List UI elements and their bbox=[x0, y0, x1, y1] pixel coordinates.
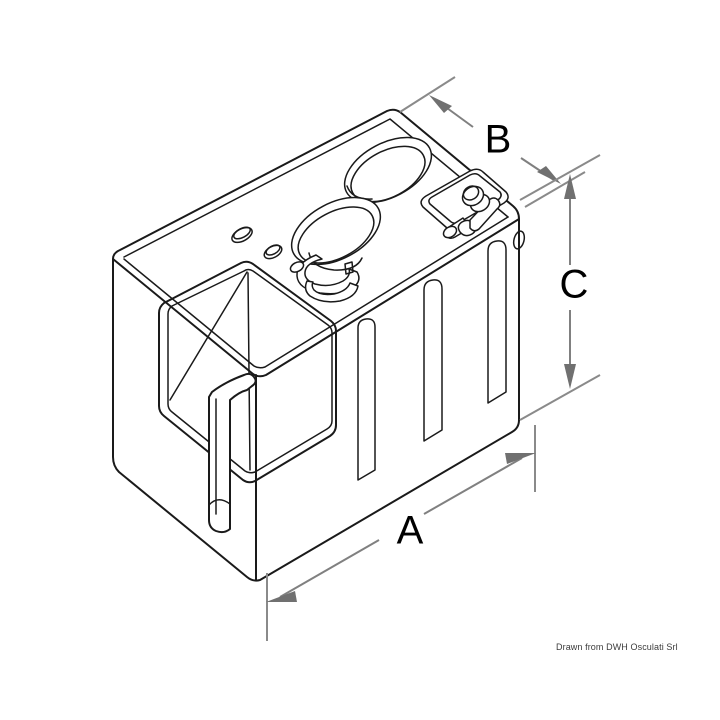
front-recess-crease bbox=[169, 271, 248, 401]
fitting-shaft bbox=[469, 197, 501, 232]
dimension-b-label: B bbox=[485, 118, 512, 162]
top-face-features bbox=[231, 136, 509, 303]
front-recess-panel-inner bbox=[167, 268, 333, 474]
front-recess-panel-outer bbox=[158, 260, 337, 484]
large-port-inner-ring bbox=[350, 145, 426, 203]
vent-hole-medium-inner bbox=[265, 244, 281, 256]
port-collar-ring bbox=[296, 254, 360, 303]
dimension-b: B bbox=[399, 76, 586, 208]
dimension-b-arrow-left bbox=[429, 95, 452, 113]
dimension-a-line-right bbox=[423, 457, 523, 515]
dimension-c-label: C bbox=[560, 263, 589, 307]
tank-top-inner-rim bbox=[123, 216, 509, 369]
side-rib-3 bbox=[487, 240, 507, 404]
dimension-a-arrow-left bbox=[266, 591, 297, 602]
vertical-channel bbox=[208, 372, 257, 534]
side-face-features bbox=[357, 221, 526, 481]
dimension-c-ext-top bbox=[519, 154, 601, 201]
dimension-c-arrow-bottom bbox=[564, 364, 576, 389]
vent-hole-small bbox=[289, 261, 305, 273]
front-recess-crease-right bbox=[247, 272, 251, 471]
small-port-inner-ring bbox=[297, 206, 375, 264]
outlet-fitting bbox=[442, 185, 501, 240]
dimension-b-ext-left bbox=[399, 76, 456, 113]
dimension-c: C bbox=[519, 154, 601, 421]
dimension-a-arrow-right bbox=[505, 453, 536, 464]
large-port-rim-highlight bbox=[346, 185, 373, 200]
credit-note: Drawn from DWH Osculati Srl bbox=[556, 642, 678, 652]
vent-hole-large-inner bbox=[233, 226, 251, 240]
collar-tab bbox=[344, 261, 354, 275]
side-rib-1 bbox=[357, 318, 376, 481]
dimension-c-arrow-top bbox=[564, 174, 576, 199]
dimension-a-label: A bbox=[397, 509, 424, 553]
front-face-features bbox=[158, 260, 337, 534]
fitting-top-bore bbox=[462, 185, 480, 201]
side-rib-2 bbox=[423, 279, 443, 442]
collar-lower-arc bbox=[304, 280, 359, 303]
dimension-a-line-left bbox=[279, 539, 380, 598]
dimension-b-arrow-right bbox=[537, 166, 561, 184]
dimension-a: A bbox=[266, 425, 536, 641]
dimension-b-ext-right bbox=[524, 171, 586, 208]
dimension-c-ext-bottom bbox=[519, 374, 601, 421]
tank-top-face bbox=[112, 218, 520, 378]
large-inspection-port bbox=[343, 136, 433, 204]
vertical-channel-bottom-fillet bbox=[208, 499, 231, 506]
fitting-end-cap bbox=[442, 225, 458, 239]
